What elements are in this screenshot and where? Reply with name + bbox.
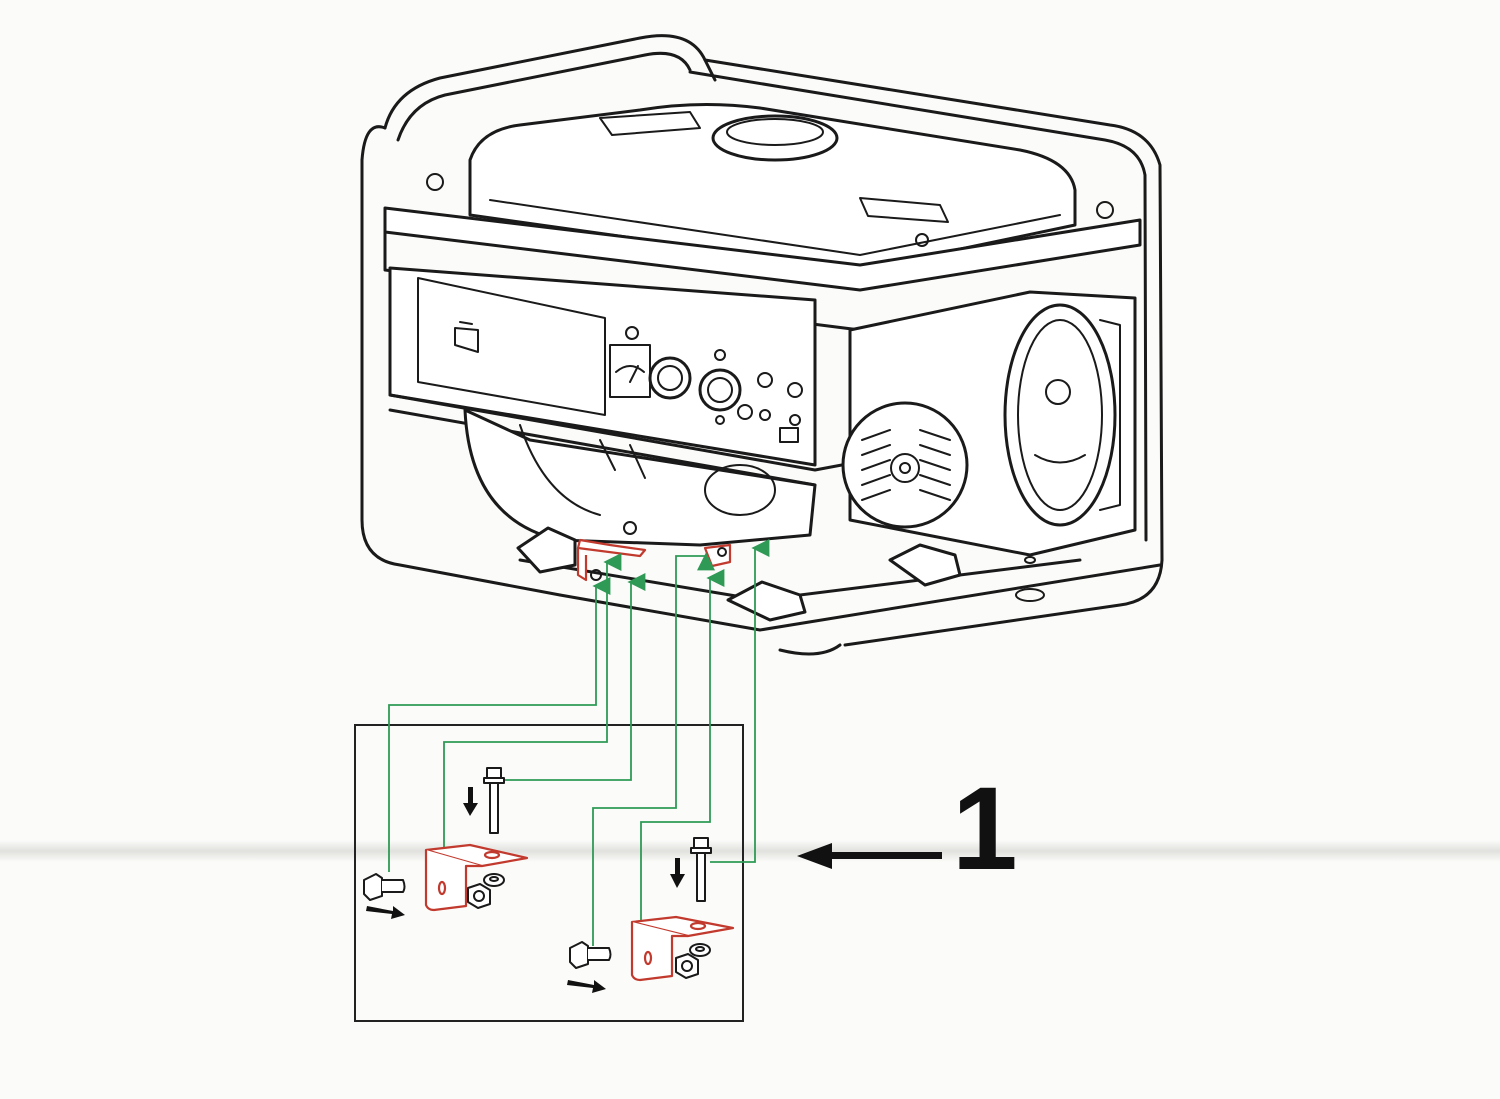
- horizontal-bolt: [569, 941, 612, 969]
- fuel-tank: [468, 102, 1077, 272]
- bracket-group-right: [567, 837, 735, 993]
- washer: [483, 873, 505, 887]
- guide-lines: [388, 539, 770, 946]
- down-arrow-icon: [463, 787, 478, 816]
- mounting-bracket-right: [630, 915, 735, 982]
- generator-unit: [360, 34, 1164, 656]
- washer: [689, 943, 711, 957]
- rubber-feet: [516, 526, 962, 622]
- installed-brackets: [576, 521, 732, 582]
- vertical-bolt: [483, 767, 505, 834]
- engine-side: [841, 290, 1137, 557]
- base-plate: [518, 556, 1164, 656]
- parts-inset-box: [354, 724, 744, 1022]
- frame-back: [360, 34, 1164, 597]
- horizontal-bolt: [363, 873, 406, 901]
- flange-nut: [467, 883, 491, 909]
- vertical-bolt: [690, 837, 712, 902]
- mounting-bracket-left: [424, 843, 529, 912]
- step-number: 1: [952, 763, 1018, 895]
- control-panel: [388, 266, 1127, 487]
- right-arrow-icon: [366, 906, 405, 919]
- step-pointer-arrow-icon: [797, 843, 942, 869]
- flange-nut: [675, 953, 699, 979]
- right-arrow-icon: [567, 980, 606, 993]
- scan-artifact-band: [0, 840, 1500, 862]
- bracket-group-left: [363, 767, 529, 919]
- down-arrow-icon: [670, 858, 685, 888]
